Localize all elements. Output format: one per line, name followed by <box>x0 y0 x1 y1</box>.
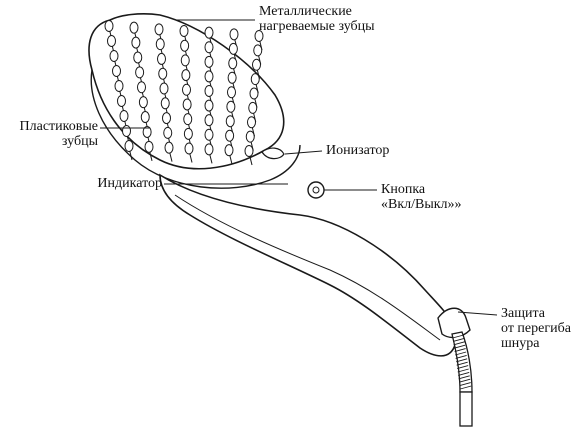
label-cord-protection-line-3: шнура <box>501 336 571 351</box>
label-plastic-bristles-line-2: зубцы <box>4 134 98 149</box>
power-button-shape <box>308 182 324 198</box>
label-metal-bristles-line-2: нагреваемые зубцы <box>259 19 375 34</box>
label-indicator: Индикатор <box>60 176 162 191</box>
label-plastic-bristles: Пластиковые зубцы <box>4 119 98 149</box>
label-power-button: Кнопка «Вкл/Выкл»» <box>381 182 462 212</box>
bristle <box>245 146 253 166</box>
bristle <box>145 141 153 161</box>
label-plastic-bristles-line-1: Пластиковые <box>4 119 98 134</box>
label-metal-bristles-line-1: Металлические <box>259 4 375 19</box>
label-ionizer: Ионизатор <box>326 143 389 158</box>
cord-end <box>460 392 472 426</box>
label-ionizer-line-1: Ионизатор <box>326 143 389 158</box>
label-indicator-line-1: Индикатор <box>60 176 162 191</box>
label-metal-bristles: Металлические нагреваемые зубцы <box>259 4 375 34</box>
label-cord-protection: Защита от перегиба шнура <box>501 306 571 351</box>
label-cord-protection-line-2: от перегиба <box>501 321 571 336</box>
label-cord-protection-line-1: Защита <box>501 306 571 321</box>
label-power-button-line-2: «Вкл/Выкл»» <box>381 197 462 212</box>
power-cord <box>452 332 472 426</box>
label-power-button-line-1: Кнопка <box>381 182 462 197</box>
ionizer-window <box>262 148 284 159</box>
leader-ionizer <box>285 151 322 154</box>
